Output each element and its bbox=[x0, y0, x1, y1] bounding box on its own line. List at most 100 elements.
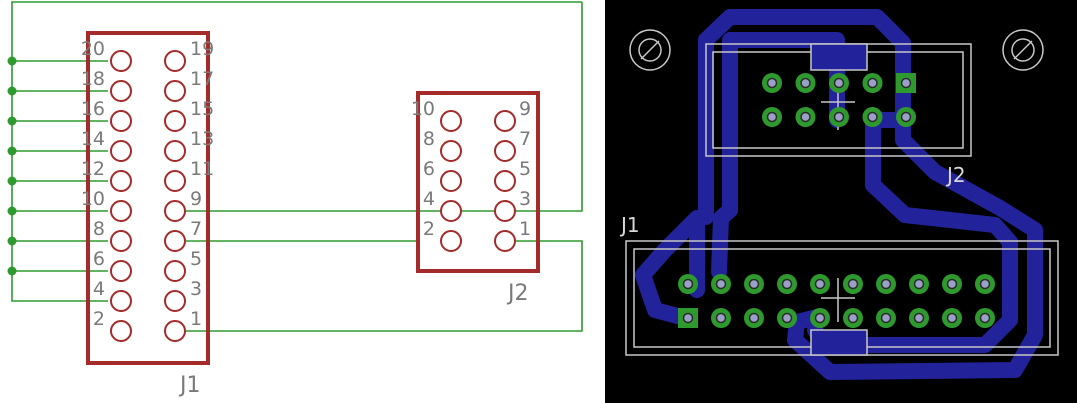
j1-pad bbox=[777, 274, 797, 294]
j2-pin-number: 7 bbox=[519, 128, 531, 150]
j1-silkscreen bbox=[625, 240, 1059, 356]
j2-pad bbox=[762, 73, 782, 93]
j1-pin-number: 4 bbox=[93, 278, 105, 300]
j2-pin bbox=[494, 110, 516, 132]
j1-pin-number: 1 bbox=[190, 308, 202, 330]
j2-pad bbox=[795, 73, 816, 93]
j2-part: 10 8 6 4 2 9 7 5 3 1 J2 bbox=[411, 91, 540, 306]
j1-pin-number: 13 bbox=[190, 128, 214, 150]
j1-pin-number: 15 bbox=[190, 98, 214, 120]
trace-right bbox=[807, 112, 1018, 353]
j1-pin-number: 17 bbox=[190, 68, 214, 90]
j2-pin-number: 2 bbox=[423, 218, 435, 240]
j1-board-label: J1 bbox=[619, 213, 640, 237]
j2-pin bbox=[494, 170, 516, 192]
j1-pad bbox=[876, 308, 896, 328]
j1-pin-number: 5 bbox=[190, 248, 202, 270]
j2-pin-number: 5 bbox=[519, 158, 531, 180]
j1-pin bbox=[110, 140, 132, 162]
j2-pin-number: 10 bbox=[411, 98, 435, 120]
j2-pin bbox=[440, 110, 462, 132]
board-traces bbox=[635, 9, 1043, 380]
j1-pin bbox=[110, 320, 132, 342]
j2-pin bbox=[440, 230, 462, 252]
j1-pin-number: 18 bbox=[81, 68, 105, 90]
j2-pad bbox=[795, 107, 816, 127]
j2-pad bbox=[829, 73, 849, 93]
junction-dot bbox=[7, 146, 17, 156]
j2-pin bbox=[440, 170, 462, 192]
j1-pin bbox=[110, 50, 132, 72]
j2-pin bbox=[494, 140, 516, 162]
j2-pin bbox=[494, 230, 516, 252]
junction-dot bbox=[7, 56, 17, 66]
j1-pad bbox=[744, 308, 764, 328]
j1-pin bbox=[110, 110, 132, 132]
j1-pad bbox=[711, 308, 731, 328]
junction-dot bbox=[7, 86, 17, 96]
j1-pad bbox=[678, 308, 698, 328]
j1-pad bbox=[942, 308, 962, 328]
schematic-diagram: 20 18 16 14 12 10 8 6 4 2 19 17 15 13 11… bbox=[7, 1, 583, 398]
j2-pin bbox=[440, 140, 462, 162]
j2-pad bbox=[896, 107, 916, 127]
j1-pad bbox=[975, 274, 995, 294]
j2-pin-number: 6 bbox=[423, 158, 435, 180]
wire-j2-1-loop bbox=[186, 240, 583, 332]
j1-pin-number: 14 bbox=[81, 128, 105, 150]
j2-pin-number: 9 bbox=[519, 98, 531, 120]
j1-pad bbox=[744, 274, 764, 294]
j1-pad bbox=[909, 274, 929, 294]
j1-pin bbox=[110, 80, 132, 102]
j1-pin bbox=[110, 290, 132, 312]
j2-pad bbox=[862, 73, 883, 93]
j2-pin-number: 8 bbox=[423, 128, 435, 150]
j2-pin-number: 1 bbox=[519, 218, 531, 240]
j1-pin-number: 6 bbox=[93, 248, 105, 270]
j1-pin-number: 11 bbox=[190, 158, 214, 180]
j1-pin bbox=[164, 230, 186, 252]
j1-pad bbox=[843, 274, 863, 294]
j1-pin bbox=[164, 260, 186, 282]
j1-pad bbox=[843, 308, 863, 328]
j2-pin-number: 4 bbox=[423, 188, 435, 210]
j1-pin bbox=[110, 260, 132, 282]
j1-pin bbox=[110, 200, 132, 222]
j2-pin bbox=[494, 200, 516, 222]
j2-pin bbox=[440, 200, 462, 222]
j1-pin-number: 12 bbox=[81, 158, 105, 180]
j1-pad bbox=[975, 308, 995, 328]
schematic-junctions bbox=[7, 56, 17, 276]
j1-pad bbox=[711, 274, 731, 294]
j2-outline bbox=[416, 91, 540, 273]
mounting-hole-right bbox=[1002, 29, 1044, 71]
j1-pin-number: 2 bbox=[93, 308, 105, 330]
j2-pad bbox=[762, 107, 782, 127]
j1-pin-number: 7 bbox=[190, 218, 202, 240]
j1-pad bbox=[876, 274, 896, 294]
junction-dot bbox=[7, 116, 17, 126]
j1-part: 20 18 16 14 12 10 8 6 4 2 19 17 15 13 11… bbox=[81, 31, 214, 398]
j1-pin-number: 19 bbox=[190, 38, 214, 60]
trace-left bbox=[635, 210, 705, 326]
j2-part-label: J2 bbox=[506, 281, 529, 306]
j1-pad bbox=[777, 308, 797, 328]
j1-pin bbox=[164, 140, 186, 162]
j1-pin-number: 10 bbox=[81, 188, 105, 210]
j1-pin-number: 8 bbox=[93, 218, 105, 240]
j1-outline bbox=[86, 31, 210, 365]
j1-pin bbox=[164, 290, 186, 312]
j2-pad bbox=[862, 107, 883, 127]
j1-pin-number: 16 bbox=[81, 98, 105, 120]
j1-pad bbox=[909, 308, 929, 328]
j1-pin bbox=[164, 110, 186, 132]
j1-part-label: J1 bbox=[178, 373, 201, 398]
j1-pin-number: 3 bbox=[190, 278, 202, 300]
j2-board-label: J2 bbox=[945, 163, 966, 187]
j2-pad bbox=[829, 107, 849, 127]
j1-pad bbox=[810, 308, 830, 328]
j1-pin bbox=[164, 200, 186, 222]
pcb-board-view: J2 J1 bbox=[605, 0, 1077, 403]
j1-pin bbox=[164, 320, 186, 342]
junction-dot bbox=[7, 266, 17, 276]
